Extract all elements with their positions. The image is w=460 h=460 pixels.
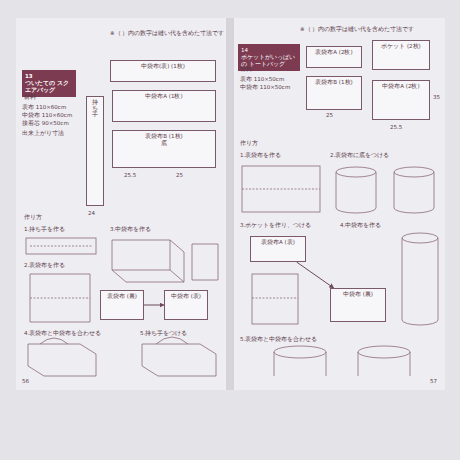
dimension: 25.5 xyxy=(390,124,402,131)
dimension: 24 xyxy=(88,210,95,217)
note-text: 表布 110×50cm xyxy=(240,76,284,83)
step-arrow xyxy=(297,262,334,288)
node-text: 表袋布A (表) xyxy=(253,239,303,246)
node-text: 底 xyxy=(115,140,213,147)
node-text: 表袋布 (裏) xyxy=(103,293,141,300)
pattern-piece: 中袋布 (裏) xyxy=(330,288,386,322)
note-text: 4.表袋布と中袋布を合わせる xyxy=(24,330,101,337)
node-text: 持ち手 xyxy=(92,99,98,117)
note-text: 中袋布 110×60cm xyxy=(22,112,72,119)
note-text: 作り方 xyxy=(24,214,42,221)
step-arrow xyxy=(144,305,164,306)
node-text: 中袋布A (1枚) xyxy=(115,93,213,100)
note-text: 2.表袋布に底をつける xyxy=(330,152,389,159)
pattern-piece: 表袋布B (1枚)底 xyxy=(112,130,216,168)
pattern-piece: 表袋布A (2枚) xyxy=(306,46,362,68)
note-text: 材料 xyxy=(24,94,36,101)
note-text: 5.持ち手をつける xyxy=(140,330,187,337)
node-text: ポケットがいっぱいの トートバッグ xyxy=(241,54,297,68)
node-text: 13 xyxy=(25,73,73,80)
node-text: 表袋布B (1枚) xyxy=(115,133,213,140)
pattern-piece: 表袋布 (裏) xyxy=(100,290,144,320)
note-text: 5.表袋布と中袋布を合わせる xyxy=(240,336,317,343)
node-text: 表袋布A (2枚) xyxy=(309,49,359,56)
node-text: 中袋布(表) (1枚) xyxy=(113,63,213,70)
note-text: 4.中袋布を作る xyxy=(340,222,381,229)
note-text: ※（ ）内の数字は縫い代を含めた寸法です xyxy=(300,26,414,33)
node-text: 中袋布 (表) xyxy=(167,293,205,300)
pattern-piece: ポケット (2枚) xyxy=(372,40,430,70)
handle-strip: 持ち手 xyxy=(86,96,104,206)
pattern-piece: 中袋布(表) (1枚) xyxy=(110,60,216,82)
node-text: 表袋布B (1枚) xyxy=(309,79,359,86)
dimension: 25.5 xyxy=(124,172,136,179)
note-text: 作り方 xyxy=(240,140,258,147)
note-text: 3.ポケットを作り、つける xyxy=(240,222,311,229)
note-text: 接着芯 90×50cm xyxy=(22,120,69,127)
dimension: 57 xyxy=(430,378,437,385)
pattern-piece: 中袋布A (2枚) xyxy=(372,80,430,120)
node-text: ついたての スクエアバッグ xyxy=(25,80,73,94)
dimension: 25 xyxy=(176,172,183,179)
title-band: 13ついたての スクエアバッグ xyxy=(22,70,76,97)
note-text: 表布 110×60cm xyxy=(22,104,66,111)
dimension: 25 xyxy=(326,112,333,119)
note-text: ※（ ）内の数字は縫い代を含めた寸法です xyxy=(110,30,224,37)
note-text: 2.表袋布を作る xyxy=(24,262,65,269)
note-text: 3.中袋布を作る xyxy=(110,226,151,233)
note-text: 中袋布 110×50cm xyxy=(240,84,290,91)
note-text: 1.持ち手を作る xyxy=(24,226,65,233)
note-text: 出来上がり寸法 xyxy=(22,130,64,137)
node-text: ポケット (2枚) xyxy=(375,43,427,50)
pattern-piece: 表袋布B (1枚) xyxy=(306,76,362,110)
node-text: 14 xyxy=(241,47,297,54)
pattern-piece: 表袋布A (表) xyxy=(250,236,306,262)
dimension: 35 xyxy=(433,94,440,101)
pattern-piece: 中袋布 (表) xyxy=(164,290,208,320)
node-text: 中袋布 (裏) xyxy=(333,291,383,298)
dimension: 56 xyxy=(22,378,29,385)
note-text: 1.表袋布を作る xyxy=(240,152,281,159)
note-text: 材料 xyxy=(240,66,252,73)
pattern-piece: 中袋布A (1枚) xyxy=(112,90,216,122)
node-text: 中袋布A (2枚) xyxy=(375,83,427,90)
